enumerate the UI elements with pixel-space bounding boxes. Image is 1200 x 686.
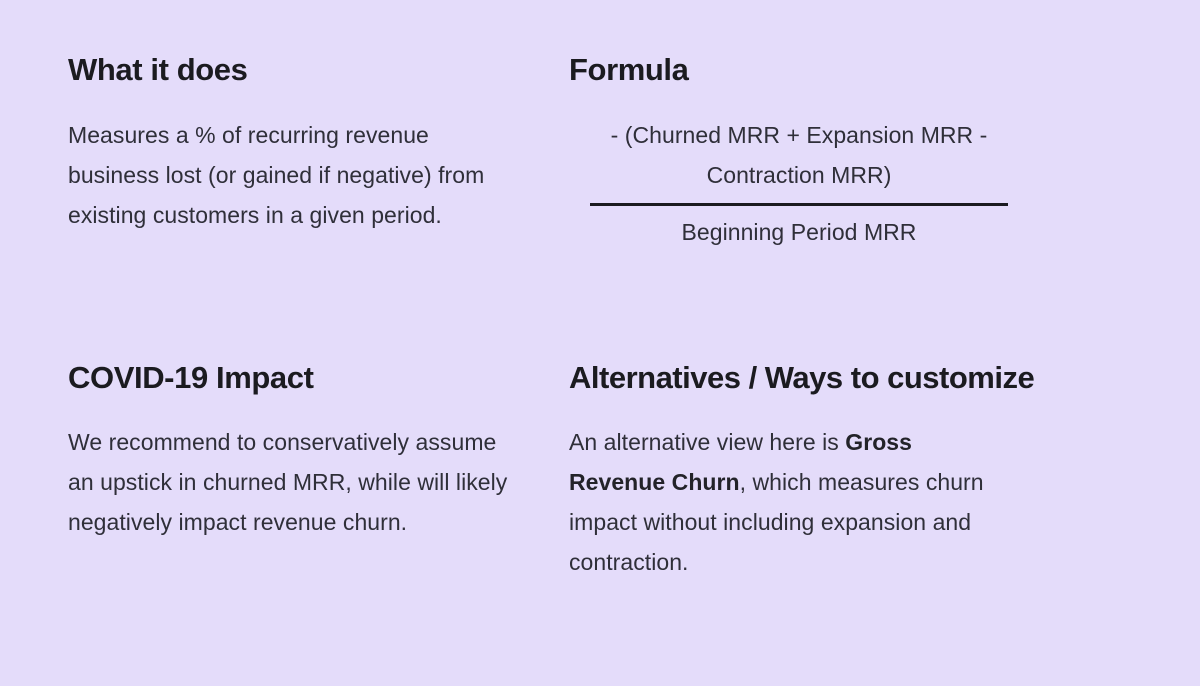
fraction-numerator: - (Churned MRR + Expansion MRR - Contrac… <box>610 121 988 188</box>
alternatives-body-emphasis: Gross Revenue Churn <box>569 428 912 495</box>
formula-heading: Formula <box>569 52 689 87</box>
covid-impact-heading: COVID-19 Impact <box>68 360 314 395</box>
section-covid-impact: COVID-19 Impact We recommend to conserva… <box>68 332 568 582</box>
fraction: - (Churned MRR + Expansion MRR - Contrac… <box>569 115 1029 252</box>
section-alternatives: Alternatives / Ways to customize An alte… <box>568 332 1132 582</box>
alternatives-heading: Alternatives / Ways to customize <box>569 360 1035 395</box>
alternatives-body-before: An alternative view here is <box>569 428 846 455</box>
formula-expression: - (Churned MRR + Expansion MRR - Contrac… <box>569 115 1029 252</box>
what-it-does-heading: What it does <box>68 52 248 87</box>
content-grid: What it does Measures a % of recurring r… <box>68 52 1132 582</box>
section-what-it-does: What it does Measures a % of recurring r… <box>68 52 568 332</box>
what-it-does-body: Measures a % of recurring revenue busine… <box>68 121 485 228</box>
alternatives-body: An alternative view here is Gross Revenu… <box>569 422 1009 582</box>
alternatives-body-after: , which measures churn impact without in… <box>569 468 984 575</box>
fraction-bar <box>590 202 1008 206</box>
section-formula: Formula - (Churned MRR + Expansion MRR -… <box>568 52 1132 332</box>
covid-impact-body: We recommend to conservatively assume an… <box>68 428 508 535</box>
fraction-denominator: Beginning Period MRR <box>681 218 917 245</box>
